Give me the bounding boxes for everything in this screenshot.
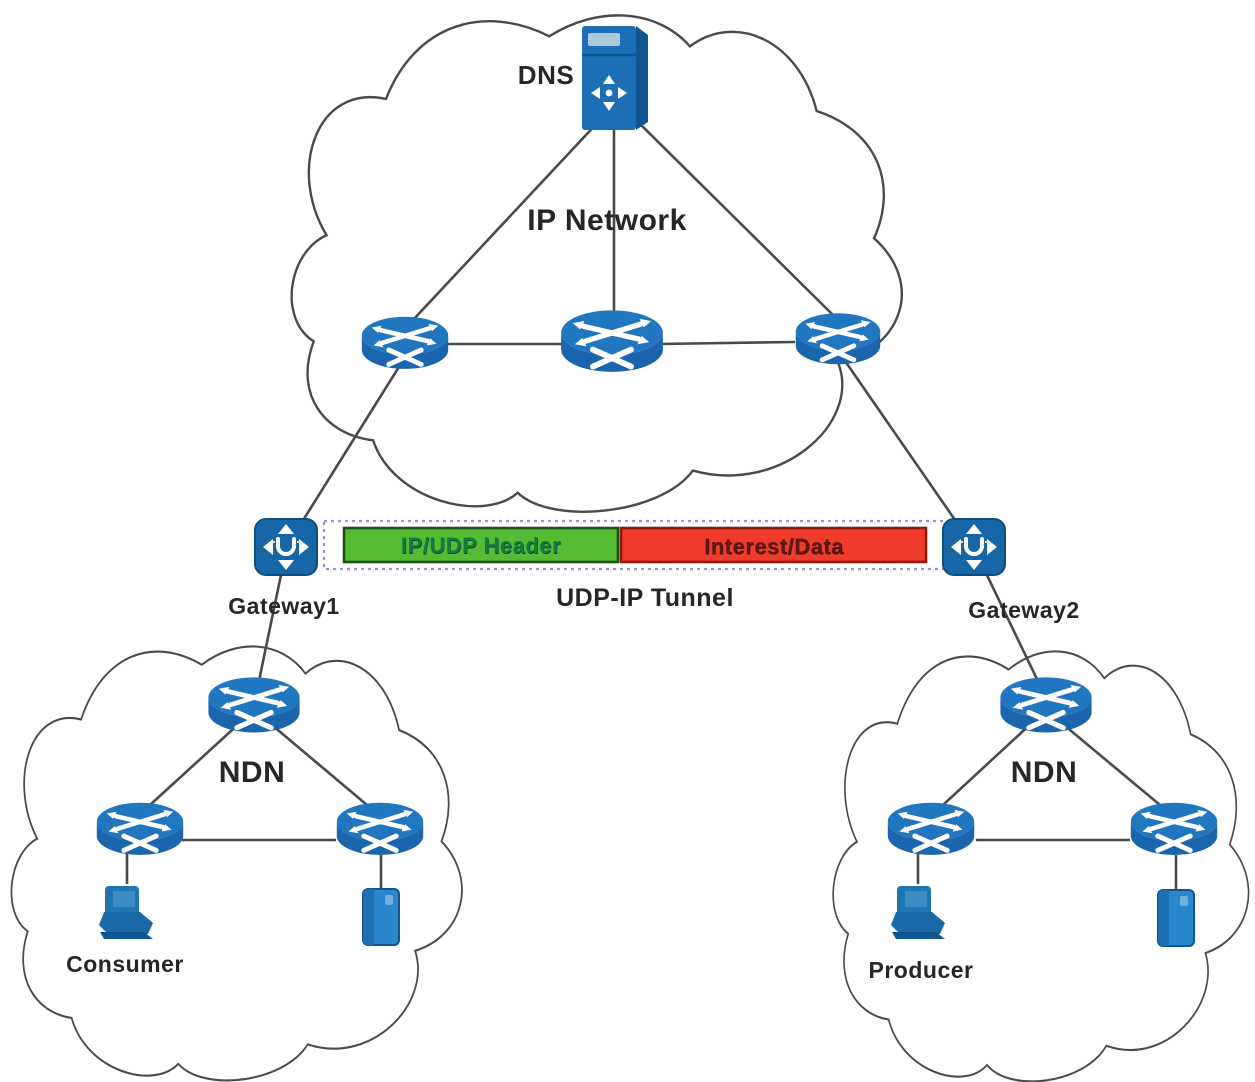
- link-line: [265, 719, 368, 806]
- udp-ip-tunnel-label: UDP-IP Tunnel: [556, 584, 734, 612]
- ndn-right-host-box-icon: [1157, 889, 1195, 947]
- link-line: [1057, 719, 1161, 806]
- link-line: [635, 119, 834, 316]
- ip-router-center-icon: [561, 310, 663, 371]
- tunnel-dashed-border: [322, 519, 952, 571]
- link-line: [412, 119, 601, 321]
- ip-udp-header-label: IP/UDP Header: [400, 533, 562, 558]
- ndn-left-host-box-icon: [362, 888, 400, 946]
- producer-label: Producer: [868, 957, 974, 983]
- ndn-right-bottomright-router-icon: [1131, 803, 1217, 855]
- gateway1-label: Gateway1: [228, 593, 340, 619]
- ndn-left-top-router-icon: [208, 677, 299, 732]
- gateway2-icon: [941, 517, 1007, 577]
- interest-data-bar: [619, 526, 928, 564]
- ndn-right-bottomleft-router-icon: [888, 803, 974, 855]
- ip-router-right-icon: [796, 313, 880, 364]
- ndn-right-label: NDN: [1010, 756, 1078, 789]
- consumer-label: Consumer: [66, 951, 184, 977]
- link-line: [149, 719, 244, 806]
- gateway2-label: Gateway2: [968, 597, 1080, 623]
- gateway1-icon: [253, 517, 319, 577]
- link-line: [942, 719, 1036, 806]
- dns-server-icon: [580, 24, 650, 132]
- ndn-left-label: NDN: [218, 756, 286, 789]
- ndn-left-bottomright-router-icon: [337, 803, 423, 855]
- ndn-right-top-router-icon: [1000, 677, 1091, 732]
- link-line: [657, 340, 796, 346]
- ip-router-left-icon: [362, 317, 448, 369]
- ip-network-label: IP Network: [527, 204, 687, 237]
- ndn-left-bottomleft-router-icon: [97, 803, 183, 855]
- ip-udp-header-bar: [342, 526, 620, 564]
- interest-data-label: Interest/Data: [704, 534, 844, 559]
- dns-label: DNS: [517, 60, 575, 90]
